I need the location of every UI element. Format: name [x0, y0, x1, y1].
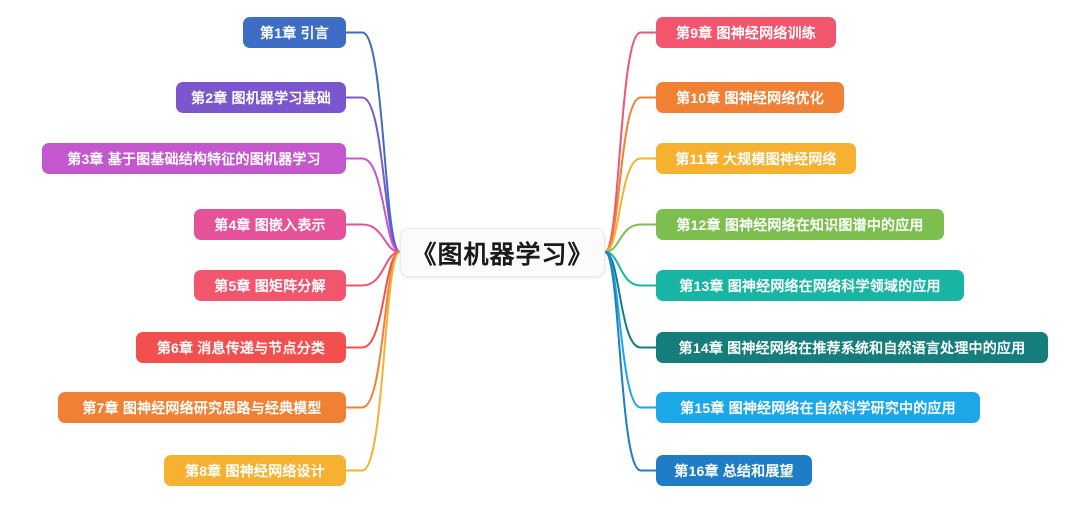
chapter-node[interactable]: 第13章 图神经网络在网络科学领域的应用: [656, 270, 964, 301]
branch-connector: [604, 157, 657, 253]
chapter-node[interactable]: 第8章 图神经网络设计: [164, 455, 346, 486]
branch-connector: [345, 96, 401, 253]
chapter-node[interactable]: 第9章 图神经网络训练: [656, 17, 836, 48]
branch-connector: [345, 157, 401, 253]
chapter-node[interactable]: 第2章 图机器学习基础: [176, 82, 346, 113]
branch-connector: [604, 251, 657, 349]
branch-connector: [345, 251, 401, 409]
branch-connector: [345, 251, 401, 349]
branch-connector: [604, 96, 657, 253]
branch-connector: [345, 251, 401, 472]
chapter-node[interactable]: 第14章 图神经网络在推荐系统和自然语言处理中的应用: [656, 332, 1048, 363]
branch-connector: [345, 31, 401, 253]
branch-connector: [604, 251, 657, 472]
branch-connector: [604, 223, 657, 253]
branch-connector: [604, 251, 657, 409]
chapter-node[interactable]: 第16章 总结和展望: [656, 455, 812, 486]
chapter-node[interactable]: 第7章 图神经网络研究思路与经典模型: [58, 392, 346, 423]
center-node[interactable]: 《图机器学习》: [400, 228, 605, 277]
chapter-node[interactable]: 第4章 图嵌入表示: [194, 209, 346, 240]
chapter-node[interactable]: 第15章 图神经网络在自然科学研究中的应用: [656, 392, 980, 423]
branch-connector: [604, 31, 657, 253]
branch-connector: [345, 251, 401, 287]
chapter-node[interactable]: 第10章 图神经网络优化: [656, 82, 844, 113]
branch-connector: [345, 223, 401, 253]
branch-connector: [604, 251, 657, 287]
chapter-node[interactable]: 第5章 图矩阵分解: [194, 270, 346, 301]
chapter-node[interactable]: 第1章 引言: [243, 17, 346, 48]
chapter-node[interactable]: 第3章 基于图基础结构特征的图机器学习: [42, 143, 346, 174]
chapter-node[interactable]: 第12章 图神经网络在知识图谱中的应用: [656, 209, 944, 240]
chapter-node[interactable]: 第11章 大规模图神经网络: [656, 143, 856, 174]
chapter-node[interactable]: 第6章 消息传递与节点分类: [136, 332, 346, 363]
